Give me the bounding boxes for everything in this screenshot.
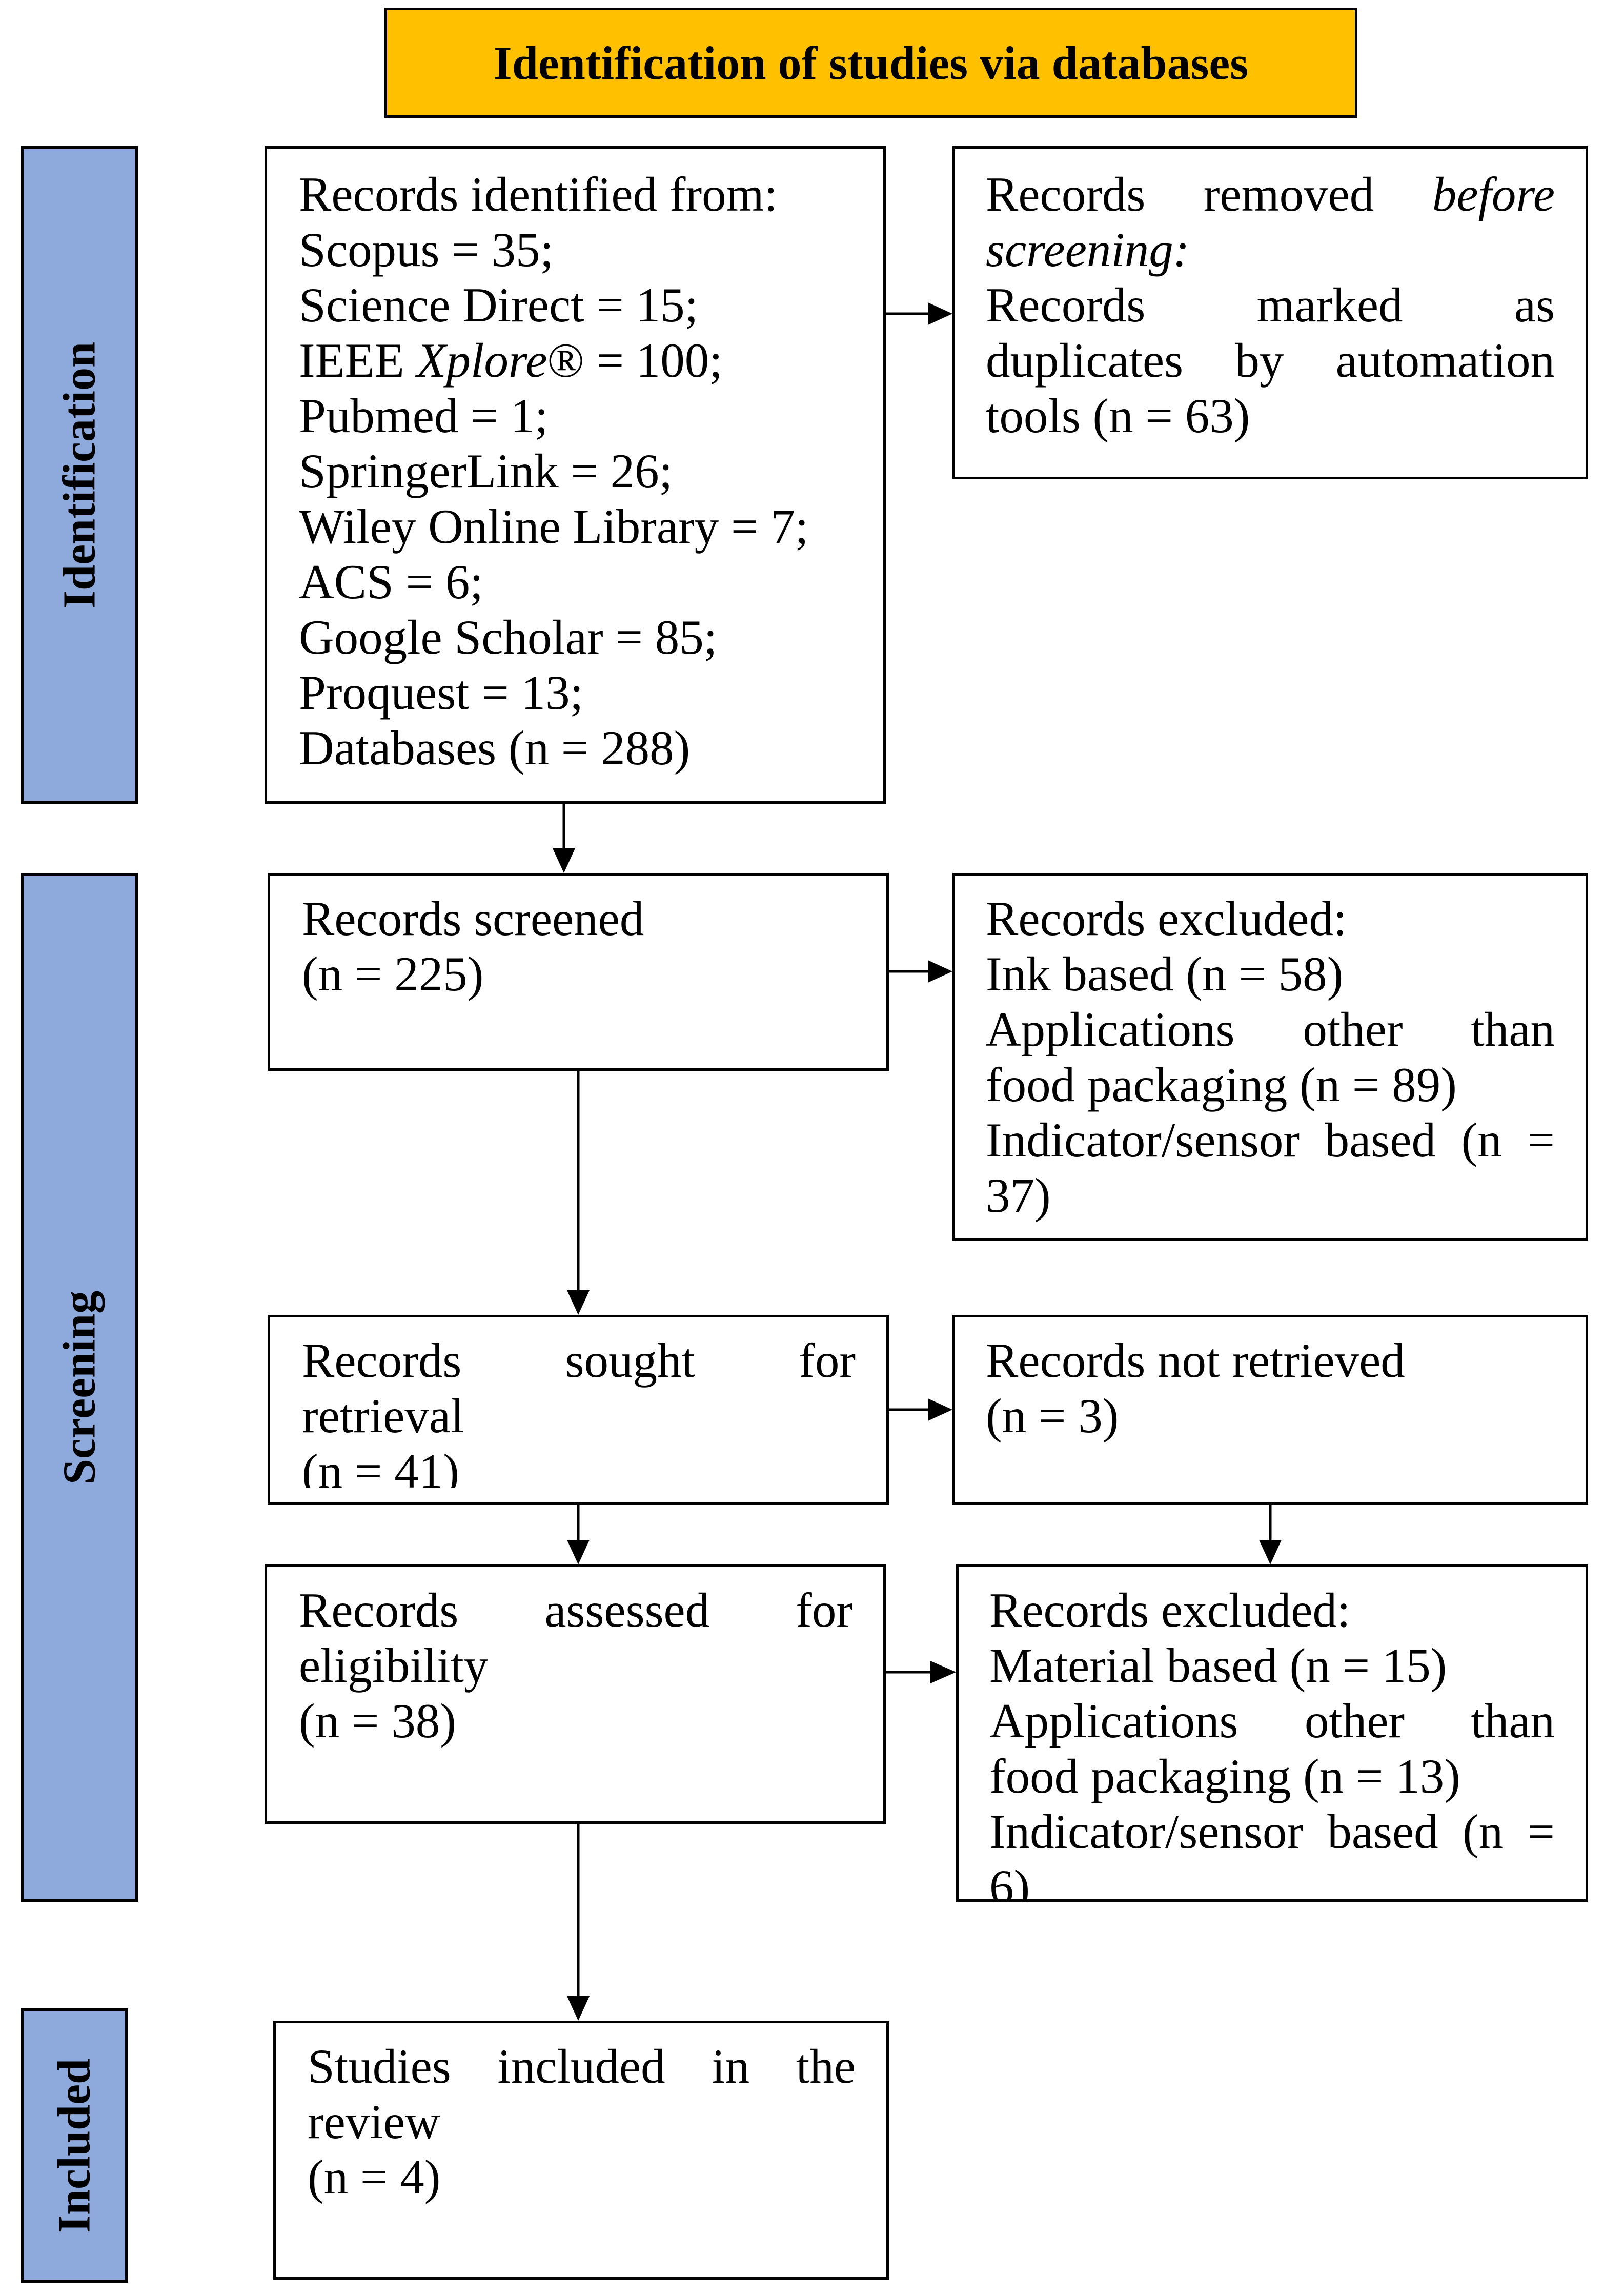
title-box: Identification of studies via databases [384,8,1357,118]
records-screened-line1: Records screened [302,891,644,946]
records-excluded-box-1: Records excluded: Ink based (n = 58) App… [952,873,1588,1241]
databases-total: Databases (n = 288) [299,721,691,775]
not-retrieved-line1: Records not retrieved [986,1333,1405,1388]
source-proquest: Proquest = 13; [299,665,583,720]
source-google-scholar: Google Scholar = 85; [299,610,718,664]
records-removed-line1: Records removed before [986,167,1555,221]
phase-screening: Screening [21,873,138,1902]
sought-line1: Records sought for [302,1333,856,1388]
excluded2-line4: food packaging (n = 13) [989,1749,1460,1803]
excluded1-line2: Ink based (n = 58) [986,947,1344,1001]
records-removed-line4: duplicates by automation [986,333,1555,388]
studies-included-box: Studies included in the review (n = 4) [273,2021,889,2280]
arrowhead-5 [553,848,575,873]
arrowhead-1 [928,302,952,325]
source-ieee: IEEE Xplore® = 100; [299,333,873,388]
arrowhead-4 [930,1661,956,1683]
excluded1-line6: 37) [986,1168,1051,1223]
sought-line3: (n = 41) [302,1444,459,1488]
source-science-direct: Science Direct = 15; [299,278,698,332]
included-line3: (n = 4) [308,2150,441,2204]
arrowhead-6 [567,1290,590,1315]
included-line2: review [308,2095,440,2149]
source-scopus: Scopus = 35; [299,222,554,277]
arrowhead-9 [567,1996,590,2021]
excluded2-line1: Records excluded: [989,1583,1351,1637]
records-screened-box: Records screened (n = 225) [268,873,889,1071]
arrowhead-2 [928,960,952,983]
phase-included: Included [21,2008,128,2283]
records-excluded-box-2: Records excluded: Material based (n = 15… [956,1564,1588,1902]
source-wiley: Wiley Online Library = 7; [299,499,809,554]
records-sought-box: Records sought for retrieval (n = 41) [268,1315,889,1505]
records-identified-box: Records identified from: Scopus = 35; Sc… [265,146,886,804]
source-ieee-count: ® = 100; [547,333,723,388]
excluded1-line3: Applications other than [986,1002,1555,1056]
excluded1-line4: food packaging (n = 89) [986,1058,1457,1112]
excluded2-line2: Material based (n = 15) [989,1638,1447,1693]
records-removed-line5: tools (n = 63) [986,389,1250,443]
source-springerlink: SpringerLink = 26; [299,444,673,498]
included-line1: Studies included in the [308,2039,856,2094]
records-removed-line3: Records marked as [986,278,1555,332]
records-not-retrieved-box: Records not retrieved (n = 3) [952,1315,1588,1505]
assessed-line2: eligibility [299,1638,489,1693]
phase-identification: Identification [21,146,138,804]
not-retrieved-line2: (n = 3) [986,1389,1119,1443]
records-assessed-box: Records assessed for eligibility (n = 38… [265,1564,886,1824]
source-ieee-xplore: Xplore [416,333,547,388]
sought-line2: retrieval [302,1389,464,1443]
records-removed-box: Records removed before screening: Record… [952,146,1588,479]
excluded1-line1: Records excluded: [986,891,1347,946]
arrowhead-8 [1259,1540,1282,1564]
records-identified-heading: Records identified from: [299,167,778,221]
excluded2-line5: Indicator/sensor based (n = [989,1804,1555,1859]
source-ieee-prefix: IEEE [299,333,417,388]
source-acs: ACS = 6; [299,555,483,609]
records-screened-line2: (n = 225) [302,947,484,1001]
arrowhead-7 [567,1540,590,1564]
diagram-title: Identification of studies via databases [493,36,1249,89]
excluded1-line5: Indicator/sensor based (n = [986,1113,1555,1167]
assessed-line1: Records assessed for [299,1583,852,1637]
arrowhead-3 [928,1398,952,1421]
assessed-line3: (n = 38) [299,1694,456,1748]
records-removed-line2: screening: [986,222,1190,277]
source-pubmed: Pubmed = 1; [299,389,549,443]
excluded2-line3: Applications other than [989,1694,1555,1748]
excluded2-line6: 6) [989,1860,1030,1900]
